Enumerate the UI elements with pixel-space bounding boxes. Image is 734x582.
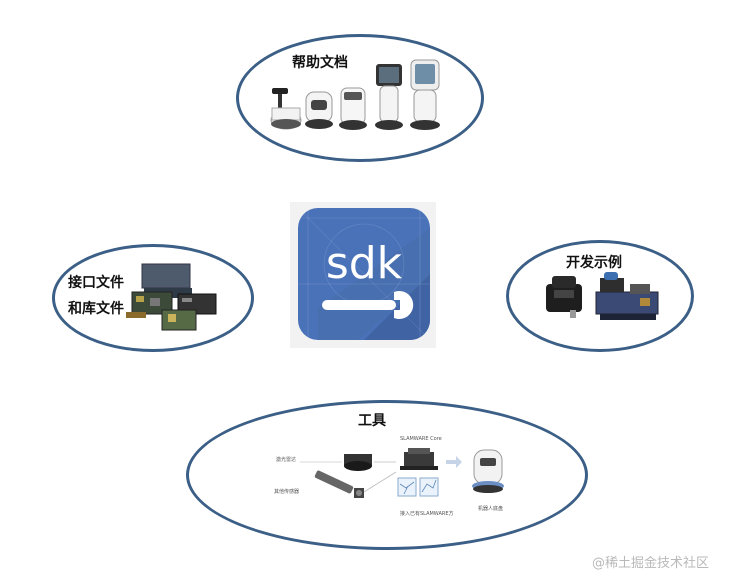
tools-caption-right: 机器人底盘 [478,506,504,512]
tools-caption-top-left: 激光雷达 [276,457,297,463]
help-docs-label: 帮助文档 [292,55,348,71]
lidar-board-image [546,272,659,320]
tools-label: 工具 [358,413,386,429]
sdk-icon: sdk [298,208,430,340]
tools-ellipse [186,400,588,550]
watermark: @稀土掘金技术社区 [592,556,710,571]
tools-diagram-image [300,448,504,498]
dev-examples-label: 开发示例 [566,255,622,271]
tools-caption-bottom-mid: 接入已有SLAMWARE方 [400,511,454,517]
tools-caption-bottom-left: 其他传感器 [274,489,300,495]
interface-files-label-1: 接口文件 [68,275,124,291]
hardware-modules-image [126,263,217,331]
sdk-icon-text: sdk [326,238,403,289]
interface-files-label-2: 和库文件 [68,301,124,317]
robots-image [270,59,440,130]
tools-caption-top-mid: SLAMWARE Core [400,436,442,442]
